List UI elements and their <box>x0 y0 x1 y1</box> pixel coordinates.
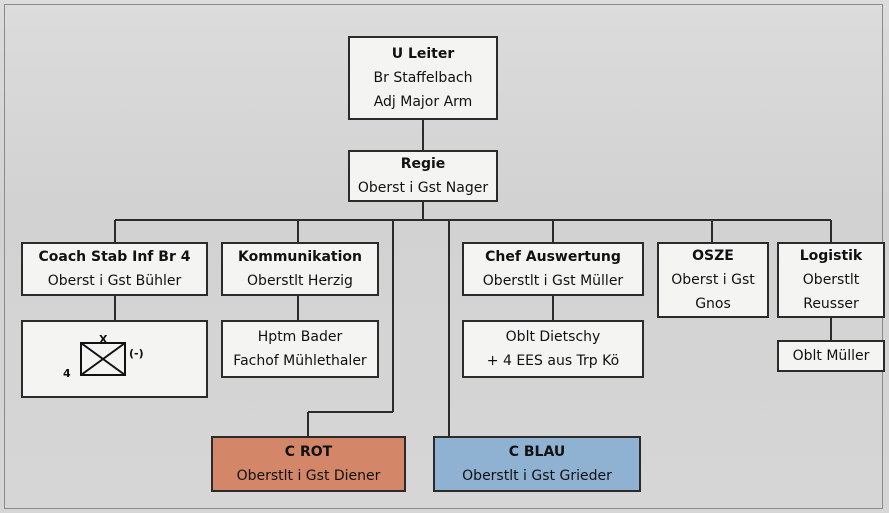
c-blau-box: C BLAU Oberstlt i Gst Grieder <box>433 436 641 492</box>
kommunikation-name: Oberstlt Herzig <box>247 273 353 289</box>
leader-box: U Leiter Br Staffelbach Adj Major Arm <box>348 36 498 120</box>
unit-reduced-marker: (-) <box>129 347 144 360</box>
regie-name: Oberst i Gst Nager <box>357 180 489 196</box>
logistik-name-2: Reusser <box>803 296 859 312</box>
auswertung-staff-2: + 4 EES aus Trp Kö <box>486 353 620 369</box>
logistik-name-1: Oberstlt <box>802 272 860 288</box>
coach-name: Oberst i Gst Bühler <box>47 273 182 289</box>
leader-title: U Leiter <box>391 46 455 62</box>
auswertung-name: Oberstlt i Gst Müller <box>482 273 624 289</box>
logistik-box: Logistik Oberstlt Reusser <box>777 242 885 318</box>
kommunikation-staff-1: Hptm Bader <box>257 329 343 345</box>
leader-name: Br Staffelbach <box>373 70 473 86</box>
c-rot-box: C ROT Oberstlt i Gst Diener <box>211 436 406 492</box>
c-rot-title: C ROT <box>284 444 333 460</box>
logistik-title: Logistik <box>799 248 863 264</box>
kommunikation-title: Kommunikation <box>238 249 362 265</box>
infantry-unit-symbol-icon <box>80 342 126 376</box>
logistik-staff-1: Oblt Müller <box>792 348 870 364</box>
coach-box: Coach Stab Inf Br 4 Oberst i Gst Bühler <box>21 242 208 296</box>
osze-name-2: Gnos <box>695 296 731 312</box>
kommunikation-staff-box: Hptm Bader Fachof Mühlethaler <box>221 320 379 378</box>
auswertung-staff-1: Oblt Dietschy <box>505 329 601 345</box>
unit-number: 4 <box>63 367 71 380</box>
auswertung-staff-box: Oblt Dietschy + 4 EES aus Trp Kö <box>462 320 644 378</box>
regie-box: Regie Oberst i Gst Nager <box>348 150 498 202</box>
unit-size-marker: X <box>99 333 108 346</box>
c-blau-title: C BLAU <box>508 444 566 460</box>
logistik-staff-box: Oblt Müller <box>777 340 885 372</box>
auswertung-title: Chef Auswertung <box>485 249 621 265</box>
kommunikation-box: Kommunikation Oberstlt Herzig <box>221 242 379 296</box>
coach-title: Coach Stab Inf Br 4 <box>38 249 191 265</box>
c-blau-name: Oberstlt i Gst Grieder <box>462 468 612 484</box>
coach-unit-box: X (-) 4 <box>21 320 208 398</box>
c-rot-name: Oberstlt i Gst Diener <box>236 468 381 484</box>
osze-box: OSZE Oberst i Gst Gnos <box>657 242 769 318</box>
osze-title: OSZE <box>692 248 734 264</box>
auswertung-box: Chef Auswertung Oberstlt i Gst Müller <box>462 242 644 296</box>
leader-adjutant: Adj Major Arm <box>373 94 473 110</box>
kommunikation-staff-2: Fachof Mühlethaler <box>233 353 367 369</box>
regie-title: Regie <box>400 156 446 172</box>
osze-name-1: Oberst i Gst <box>671 272 755 288</box>
